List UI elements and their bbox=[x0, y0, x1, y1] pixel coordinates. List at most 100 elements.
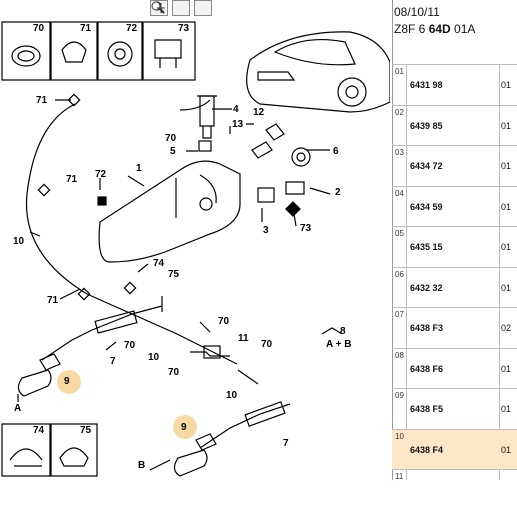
catalog-date: 08/10/11 bbox=[394, 5, 440, 19]
callout-74-thumb[interactable]: 74 bbox=[33, 425, 45, 436]
part-row[interactable]: 04 6434 59 01 bbox=[392, 185, 517, 227]
callout-71-mid[interactable]: 71 bbox=[66, 174, 78, 185]
column-divider-1 bbox=[406, 64, 407, 480]
callout-70-right[interactable]: 70 bbox=[261, 339, 273, 350]
part-row[interactable]: 06 6432 32 01 bbox=[392, 266, 517, 308]
callout-7[interactable]: 7 bbox=[110, 356, 116, 367]
part-reference[interactable]: 6431 98 bbox=[410, 80, 443, 90]
callout-9-right[interactable]: 9 bbox=[181, 422, 187, 433]
callout-71[interactable]: 71 bbox=[36, 95, 48, 106]
callout-72-thumb[interactable]: 72 bbox=[126, 23, 138, 34]
callout-70[interactable]: 70 bbox=[165, 133, 177, 144]
callout-10-right[interactable]: 10 bbox=[226, 390, 238, 401]
thumb-box-70 bbox=[1, 21, 51, 81]
part-row[interactable]: 11 bbox=[392, 469, 517, 510]
part-row[interactable]: 01 6431 98 01 bbox=[392, 64, 517, 105]
thumb-box-71 bbox=[50, 21, 98, 81]
callout-70-thumb[interactable]: 70 bbox=[33, 23, 45, 34]
column-divider-2 bbox=[499, 64, 500, 480]
part-row[interactable]: 02 6439 85 01 bbox=[392, 104, 517, 146]
callout-73[interactable]: 73 bbox=[300, 223, 312, 234]
callout-70-low[interactable]: 70 bbox=[218, 316, 230, 327]
callout-13[interactable]: 13 bbox=[232, 119, 244, 130]
part-row[interactable]: 08 6438 F6 01 bbox=[392, 347, 517, 389]
part-row-number: 11 bbox=[395, 472, 404, 481]
callout-71-low[interactable]: 71 bbox=[47, 295, 59, 306]
callout-75[interactable]: 75 bbox=[168, 269, 180, 280]
callout-A[interactable]: A bbox=[14, 403, 22, 414]
callout-10[interactable]: 10 bbox=[13, 236, 25, 247]
callout-74[interactable]: 74 bbox=[153, 258, 165, 269]
move-button[interactable] bbox=[151, 0, 212, 16]
callout-7-right[interactable]: 7 bbox=[283, 438, 289, 449]
callout-70-jet[interactable]: 70 bbox=[124, 340, 136, 351]
callout-8[interactable]: 8 bbox=[340, 326, 346, 337]
diagram-toolbar bbox=[150, 0, 212, 18]
part-reference[interactable]: 6438 F6 bbox=[410, 363, 444, 374]
thumb-box-73 bbox=[142, 21, 196, 81]
callout-9[interactable]: 9 bbox=[64, 376, 70, 387]
part-row-number: 02 bbox=[395, 107, 404, 117]
callout-1[interactable]: 1 bbox=[136, 163, 142, 174]
callout-8-ab: A + B bbox=[326, 339, 352, 350]
part-reference[interactable]: 6439 85 bbox=[410, 120, 443, 131]
parts-list: 01 6431 98 01 02 6439 85 01 03 6434 72 01 04 6434 … bbox=[392, 64, 517, 510]
callout-B[interactable]: B bbox=[138, 460, 146, 471]
code-suffix: 01A bbox=[454, 22, 476, 36]
part-quantity: 01 bbox=[500, 120, 511, 131]
callout-3[interactable]: 3 bbox=[263, 225, 269, 236]
part-row-number: 04 bbox=[395, 188, 404, 198]
callout-12[interactable]: 12 bbox=[253, 107, 265, 118]
callout-10-mid[interactable]: 10 bbox=[148, 352, 160, 363]
callout-9-highlight bbox=[57, 370, 81, 394]
callout-11[interactable]: 11 bbox=[238, 333, 249, 344]
callout-5[interactable]: 5 bbox=[170, 146, 176, 157]
callout-72[interactable]: 72 bbox=[95, 169, 107, 180]
code-prefix: Z8F 6 bbox=[394, 22, 426, 36]
part-quantity: 01 bbox=[500, 80, 511, 90]
part-reference[interactable]: 6432 32 bbox=[410, 282, 443, 293]
part-row-number: 08 bbox=[395, 350, 404, 360]
part-row[interactable]: 10 6438 F4 01 bbox=[392, 428, 517, 469]
catalog-code: Z8F 6 64D 01A bbox=[394, 22, 475, 36]
part-reference[interactable]: 6434 59 bbox=[410, 201, 443, 212]
part-quantity: 01 bbox=[500, 404, 511, 414]
parts-diagram: 70 71 72 73 71 4 12 70 13 5 6 1 71 72 2 … bbox=[1, 0, 390, 477]
code-bold: 64D bbox=[428, 22, 451, 36]
part-quantity: 01 bbox=[500, 282, 511, 293]
part-row[interactable]: 07 6438 F3 02 bbox=[392, 307, 517, 348]
part-row-number: 10 bbox=[395, 431, 404, 441]
part-quantity: 01 bbox=[500, 363, 511, 374]
part-quantity: 01 bbox=[500, 242, 511, 252]
thumb-box-75 bbox=[50, 423, 98, 477]
callout-73-thumb[interactable]: 73 bbox=[178, 23, 190, 34]
part-row-number: 07 bbox=[395, 310, 404, 319]
part-quantity: 01 bbox=[500, 161, 511, 171]
callout-4[interactable]: 4 bbox=[233, 104, 239, 115]
part-row-number: 03 bbox=[395, 148, 404, 157]
part-quantity: 02 bbox=[500, 323, 511, 333]
callout-70-bottom[interactable]: 70 bbox=[168, 367, 180, 378]
callout-2[interactable]: 2 bbox=[335, 187, 341, 198]
callout-75-thumb[interactable]: 75 bbox=[80, 425, 92, 436]
part-reference[interactable]: 6438 F5 bbox=[410, 404, 444, 414]
part-row[interactable]: 03 6434 72 01 bbox=[392, 145, 517, 186]
thumb-box-74 bbox=[1, 423, 51, 477]
thumb-box-72 bbox=[97, 21, 143, 81]
part-reference[interactable]: 6434 72 bbox=[410, 161, 443, 171]
part-reference[interactable]: 6435 15 bbox=[410, 242, 443, 252]
part-reference[interactable]: 6438 F4 bbox=[410, 444, 444, 455]
callout-9b-highlight bbox=[173, 415, 197, 439]
part-row[interactable]: 05 6435 15 01 bbox=[392, 226, 517, 267]
part-row-number: 05 bbox=[395, 229, 404, 238]
parts-list-panel bbox=[392, 0, 517, 480]
part-row-number: 06 bbox=[395, 269, 404, 279]
part-row-number: 01 bbox=[395, 67, 404, 76]
part-quantity: 01 bbox=[500, 444, 511, 455]
part-reference[interactable]: 6438 F3 bbox=[410, 323, 444, 333]
move-icon bbox=[151, 1, 165, 13]
callout-71-thumb[interactable]: 71 bbox=[80, 23, 92, 34]
callout-6[interactable]: 6 bbox=[333, 146, 339, 157]
part-quantity: 01 bbox=[500, 201, 511, 212]
